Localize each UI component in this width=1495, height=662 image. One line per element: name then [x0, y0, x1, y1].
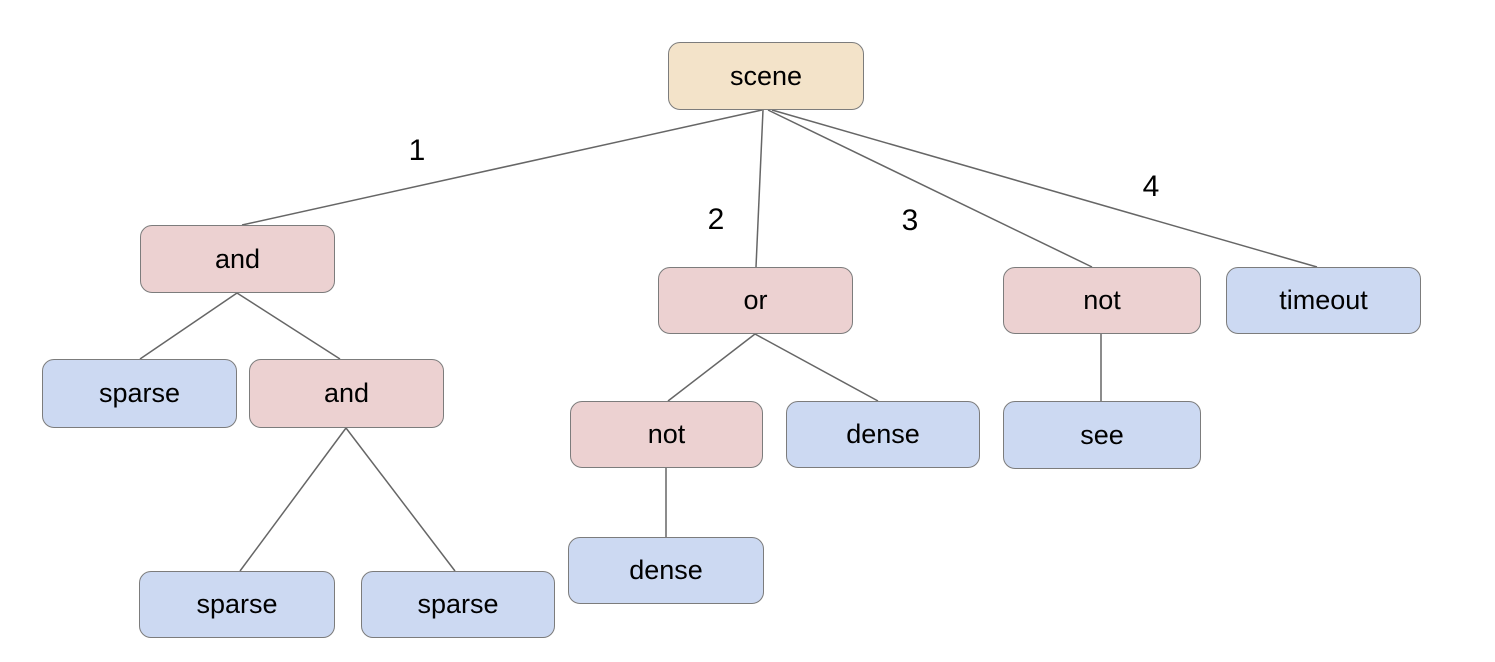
node-not-2: not	[570, 401, 763, 468]
node-not-1: not	[1003, 267, 1201, 334]
node-or: or	[658, 267, 853, 334]
edge-label-3: 3	[902, 204, 919, 237]
node-sparse-1: sparse	[42, 359, 237, 428]
edge-or-not	[667, 333, 756, 402]
node-see: see	[1003, 401, 1201, 469]
edge-label-4: 4	[1143, 170, 1160, 203]
node-sparse-3: sparse	[361, 571, 555, 638]
node-dense-1: dense	[786, 401, 980, 468]
node-sparse-2: sparse	[139, 571, 335, 638]
edge-or-dense	[754, 333, 879, 402]
edge-label-2: 2	[708, 203, 725, 236]
node-and-2: and	[249, 359, 444, 428]
edge-and-sparse	[139, 292, 238, 360]
node-dense-2: dense	[568, 537, 764, 604]
node-and-1: and	[140, 225, 335, 293]
edge-scene-or	[755, 109, 764, 268]
node-scene: scene	[668, 42, 864, 110]
edge-and2-sparse3	[345, 427, 456, 572]
edge-and-and	[236, 292, 341, 360]
edge-scene-not	[767, 109, 1093, 268]
edge-label-1: 1	[409, 134, 426, 167]
edge-and2-sparse2	[239, 427, 347, 572]
node-timeout: timeout	[1226, 267, 1421, 334]
edge-scene-and	[241, 109, 763, 226]
edge-scene-timeout	[771, 109, 1318, 268]
